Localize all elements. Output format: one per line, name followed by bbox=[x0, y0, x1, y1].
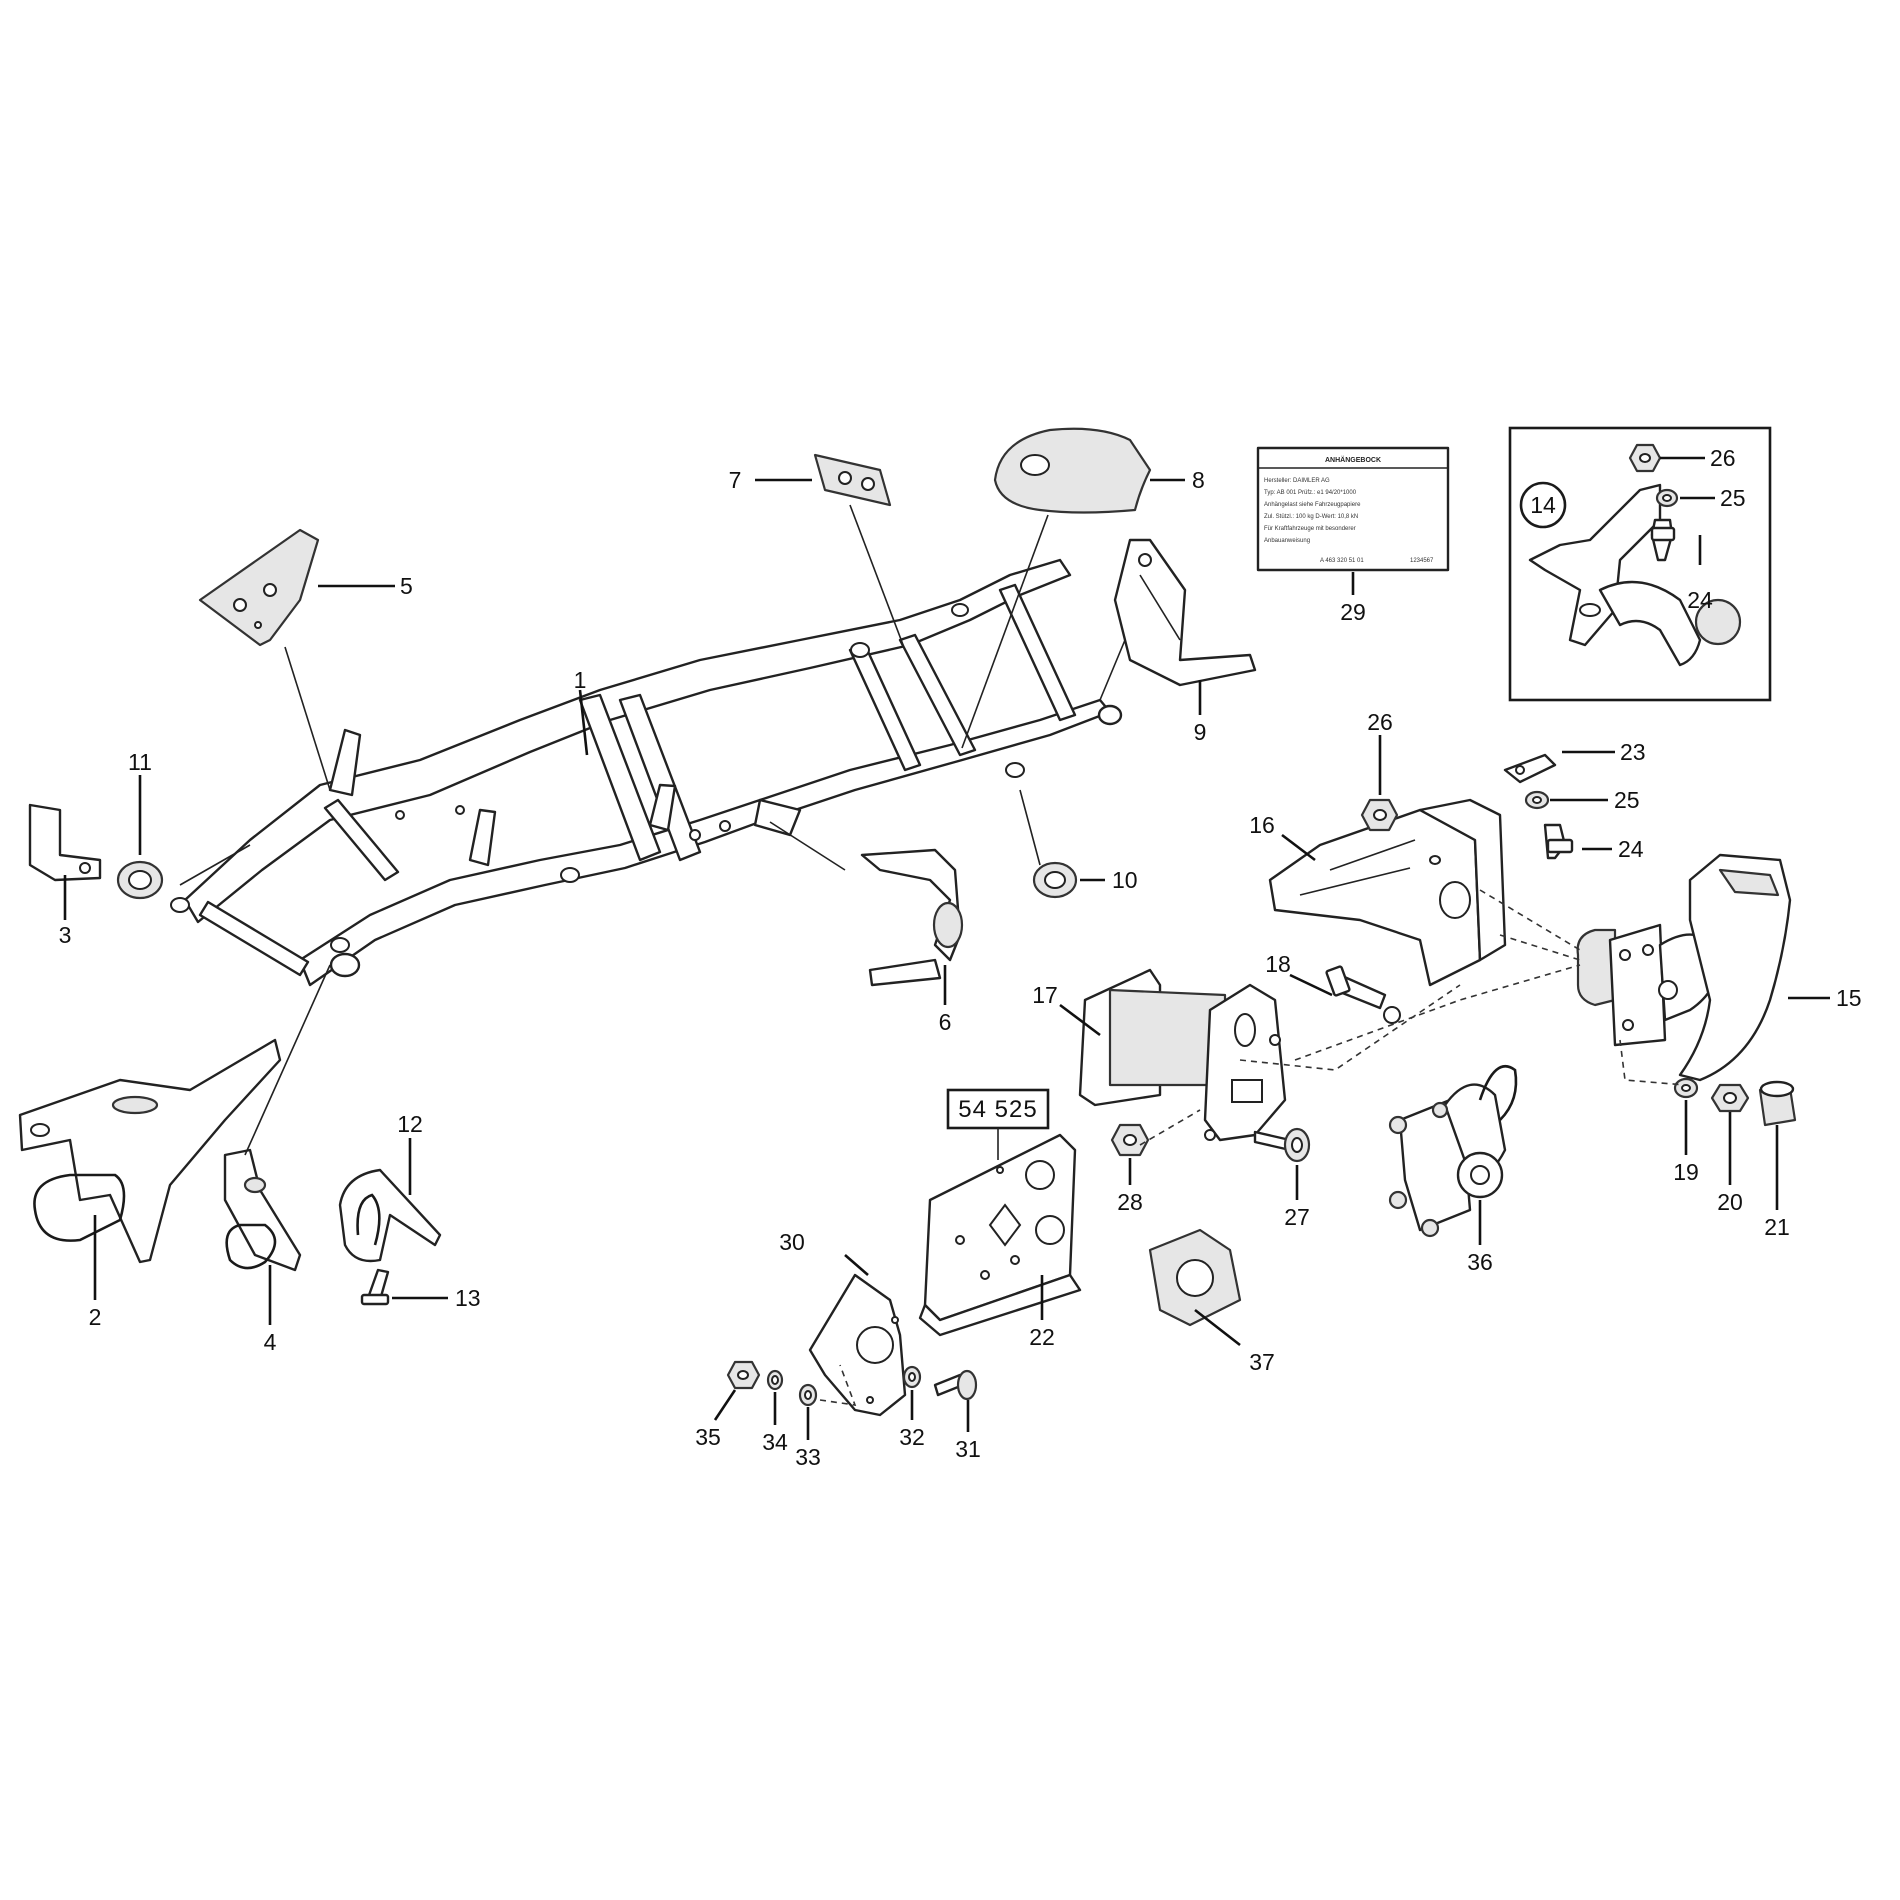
callout-33: 33 bbox=[795, 1444, 821, 1470]
part-8-cover bbox=[993, 427, 1152, 514]
part-35-nut bbox=[726, 1360, 761, 1390]
callout-22: 22 bbox=[1029, 1324, 1055, 1350]
callout-31: 31 bbox=[955, 1436, 981, 1462]
callout-8: 8 bbox=[1192, 467, 1205, 493]
callout-3: 3 bbox=[59, 922, 72, 948]
callout-4: 4 bbox=[264, 1329, 277, 1355]
part-21-sleeve bbox=[1758, 1080, 1797, 1127]
leader-lines bbox=[63, 456, 1830, 1440]
callout-18: 18 bbox=[1265, 951, 1291, 977]
label-plate-line: Typ: AB 001 Prüfz.: e1 94/20*1000 bbox=[1264, 490, 1357, 496]
label-plate-footer-left: A 463 320 51 01 bbox=[1320, 558, 1364, 564]
part-31-bolt bbox=[933, 1369, 978, 1401]
label-plate-line: Anhängelast siehe Fahrzeugpapiere bbox=[1264, 502, 1361, 508]
part-30-bracket bbox=[808, 1273, 907, 1417]
part-36-unit bbox=[1388, 1064, 1518, 1238]
inset-box bbox=[1508, 426, 1772, 702]
callout-24: 24 bbox=[1618, 836, 1644, 862]
part-34-washer bbox=[766, 1369, 784, 1391]
callout-35: 35 bbox=[695, 1424, 721, 1450]
callout-17: 17 bbox=[1032, 982, 1058, 1008]
callout-32: 32 bbox=[899, 1424, 925, 1450]
callout-30: 30 bbox=[779, 1229, 805, 1255]
callout-10: 10 bbox=[1112, 867, 1138, 893]
inset-callout-26: 26 bbox=[1710, 445, 1736, 471]
part-23-lever bbox=[1503, 753, 1557, 784]
label-plate-line: Anbauanweisung bbox=[1264, 538, 1310, 544]
label-plate-line: Für Kraftfahrzeuge mit besonderer bbox=[1264, 526, 1356, 532]
callout-26: 26 bbox=[1367, 709, 1393, 735]
callout-6: 6 bbox=[939, 1009, 952, 1035]
part-10-bushing bbox=[1032, 861, 1078, 899]
callout-25: 25 bbox=[1614, 787, 1640, 813]
callout-20: 20 bbox=[1717, 1189, 1743, 1215]
part-24-bolt bbox=[1543, 823, 1574, 860]
part-15-coupling bbox=[1576, 853, 1792, 1082]
callout-1: 1 bbox=[574, 667, 587, 693]
callout-21: 21 bbox=[1764, 1214, 1790, 1240]
callout-16: 16 bbox=[1249, 812, 1275, 838]
part-27-bolt bbox=[1253, 1127, 1311, 1163]
part-12-hook bbox=[338, 1168, 442, 1263]
callout-9: 9 bbox=[1194, 719, 1207, 745]
part-19-washer bbox=[1673, 1077, 1699, 1099]
part-4-bracket bbox=[223, 1148, 302, 1272]
part-29-label-plate: ANHÄNGEBOCK Hersteller: DAIMLER AG Typ: … bbox=[1256, 446, 1450, 572]
callout-37: 37 bbox=[1249, 1349, 1275, 1375]
part-2-bracket bbox=[18, 1038, 282, 1264]
callout-23: 23 bbox=[1620, 739, 1646, 765]
part-11-bushing bbox=[116, 860, 164, 900]
part-7-bracket bbox=[813, 453, 892, 507]
reference-box: 54 525 bbox=[946, 1088, 1050, 1130]
part-37-gasket bbox=[1148, 1228, 1242, 1327]
inset-callout-24: 24 bbox=[1687, 587, 1713, 613]
label-plate-title: ANHÄNGEBOCK bbox=[1325, 456, 1381, 464]
part-16-housing bbox=[1268, 798, 1507, 1024]
label-plate-line: Zul. Stützl.: 100 kg D-Wert: 10,8 kN bbox=[1264, 514, 1358, 520]
part-22-plate bbox=[918, 1133, 1082, 1337]
callout-34: 34 bbox=[762, 1429, 788, 1455]
inset-callout-25: 25 bbox=[1720, 485, 1746, 511]
part-6-bracket bbox=[860, 848, 964, 987]
part-9-bracket bbox=[1113, 538, 1257, 687]
part-26-nut bbox=[1360, 798, 1399, 832]
assembly-lines bbox=[819, 889, 1686, 1406]
part-33-washer bbox=[798, 1383, 818, 1407]
callout-5: 5 bbox=[400, 573, 413, 599]
callout-29: 29 bbox=[1340, 599, 1366, 625]
callout-7: 7 bbox=[729, 467, 742, 493]
callout-15: 15 bbox=[1836, 985, 1862, 1011]
part-32-washer bbox=[902, 1365, 922, 1389]
label-plate-footer-right: 1234567 bbox=[1410, 558, 1434, 564]
chassis-frame bbox=[170, 558, 1123, 987]
callout-36: 36 bbox=[1467, 1249, 1493, 1275]
callout-11: 11 bbox=[128, 749, 152, 775]
callout-13: 13 bbox=[455, 1285, 481, 1311]
part-25-washer bbox=[1524, 790, 1550, 810]
part-13-bolt bbox=[360, 1268, 390, 1306]
part-3-bracket bbox=[28, 803, 102, 882]
callout-12: 12 bbox=[397, 1111, 423, 1137]
callout-14: 14 bbox=[1530, 492, 1556, 518]
part-28-nut bbox=[1110, 1123, 1150, 1157]
callout-19: 19 bbox=[1673, 1159, 1699, 1185]
reference-number: 54 525 bbox=[958, 1096, 1037, 1123]
part-20-nut bbox=[1710, 1083, 1750, 1113]
callout-2: 2 bbox=[89, 1304, 102, 1330]
part-5-plate bbox=[198, 528, 320, 647]
callout-14-circle bbox=[1519, 481, 1567, 529]
callout-labels: 1 2 3 4 5 6 7 8 9 10 11 12 13 15 16 17 1… bbox=[59, 445, 1862, 1470]
part-18-bolt bbox=[1325, 965, 1387, 1010]
callout-28: 28 bbox=[1117, 1189, 1143, 1215]
part-17-block bbox=[1078, 968, 1287, 1142]
label-plate-line: Hersteller: DAIMLER AG bbox=[1264, 478, 1330, 484]
callout-27: 27 bbox=[1284, 1204, 1310, 1230]
